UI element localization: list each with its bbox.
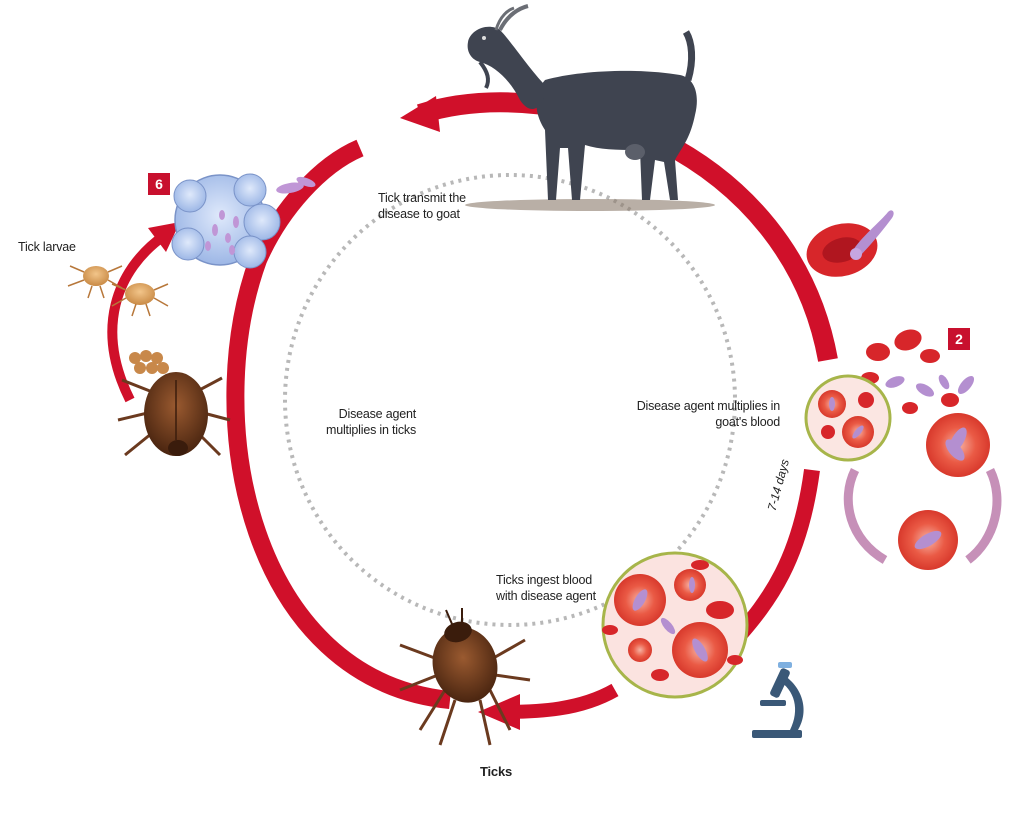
label-ingest-blood: Ticks ingest blood with disease agent [496, 573, 596, 604]
microscope-icon [752, 662, 804, 738]
step-badge-2: 2 [948, 328, 970, 350]
tick-blood-inset [601, 551, 749, 699]
rbc-scatter-illustration [843, 329, 1002, 570]
inner-dotted-circle [283, 173, 737, 627]
arrow-head-larvae [148, 222, 180, 252]
label-tick-transmit: Tick transmit the disease to goat [378, 191, 466, 222]
rbc-single-illustration [806, 210, 894, 277]
label-multiplies-goat: Disease agent multiplies in goat's blood [636, 399, 780, 430]
goat-illustration [465, 4, 715, 211]
step-badge-6: 6 [148, 173, 170, 195]
arc-larvae [107, 230, 168, 403]
arrow-head-top [400, 96, 440, 132]
label-multiplies-ticks: Disease agent multiplies in ticks [326, 407, 416, 438]
salivary-gland-illustration [171, 173, 316, 269]
goat-blood-inset [804, 374, 892, 462]
arrow-head-bottom [478, 694, 520, 730]
label-ticks: Ticks [480, 764, 513, 779]
tick-engorged-illustration [117, 350, 231, 457]
label-tick-larvae: Tick larvae [18, 240, 76, 254]
arc-left [226, 139, 451, 709]
tick-larvae-illustration [67, 265, 169, 317]
tick-illustration [399, 608, 531, 746]
